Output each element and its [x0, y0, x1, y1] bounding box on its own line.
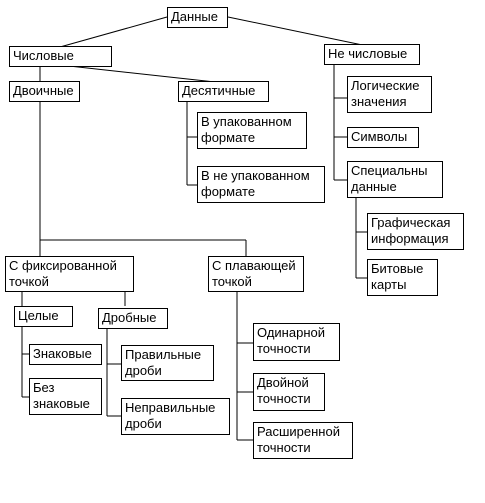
node-double-precision: Двойной точности: [253, 373, 325, 411]
node-floating-point: С плавающей точкой: [208, 256, 304, 292]
node-packed: В упакованном формате: [197, 112, 307, 149]
node-improper-fractions: Неправильные дроби: [121, 398, 230, 435]
node-unpacked: В не упакованном формате: [197, 166, 325, 203]
node-single-precision: Одинарной точности: [253, 323, 340, 361]
node-numeric: Числовые: [9, 46, 112, 67]
node-signed: Знаковые: [29, 344, 102, 365]
node-fractional: Дробные: [98, 308, 168, 329]
node-graphic: Графическая информация: [367, 213, 464, 250]
node-bitmaps: Битовые карты: [367, 259, 438, 296]
node-unsigned: Без знаковые: [29, 378, 102, 415]
connector: [59, 16, 168, 48]
node-proper-fractions: Правильные дроби: [121, 345, 214, 381]
node-integers: Целые: [14, 306, 73, 327]
node-fixed-point: С фиксированной точкой: [5, 256, 134, 292]
node-binary: Двоичные: [9, 81, 80, 102]
node-logical: Логические значения: [347, 76, 432, 113]
node-non-numeric: Не числовые: [324, 44, 420, 65]
node-special: Специальны данные: [347, 161, 443, 198]
node-decimal: Десятичные: [178, 81, 269, 102]
connector: [59, 64, 216, 83]
node-root: Данные: [167, 7, 228, 28]
connector: [227, 16, 373, 48]
node-extended-precision: Расширенной точности: [253, 422, 353, 459]
node-symbols: Символы: [347, 127, 419, 148]
